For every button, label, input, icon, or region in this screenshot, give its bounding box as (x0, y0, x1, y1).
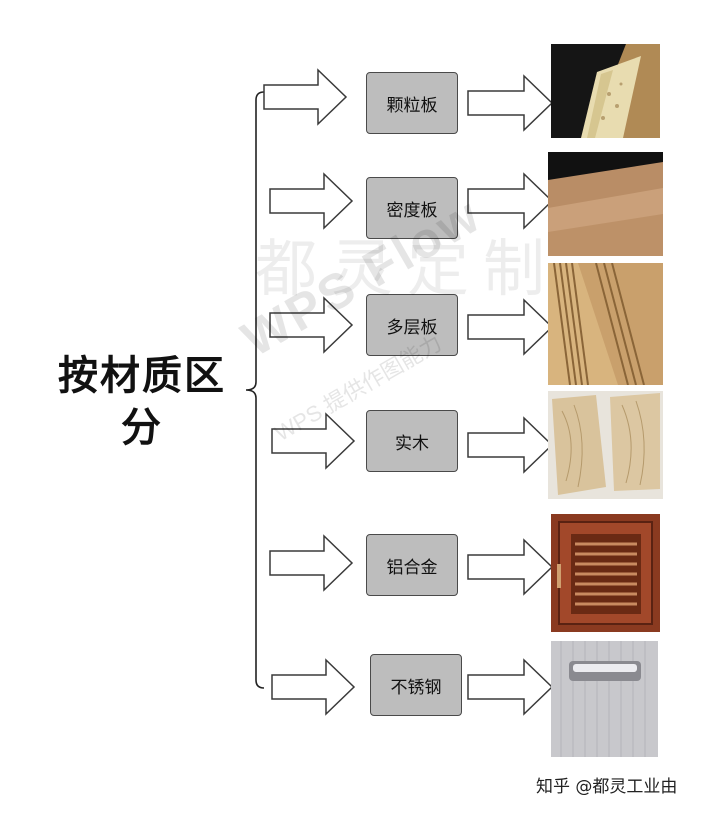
arrow-to-box-1 (263, 68, 348, 126)
arrow-to-image-1 (467, 74, 554, 132)
arrow-to-image-2 (467, 172, 554, 230)
category-label-3: 多层板 (386, 317, 438, 338)
arrow-to-image-3 (467, 298, 554, 356)
category-box-1: 颗粒板 (366, 72, 458, 134)
arrow-to-box-4 (271, 412, 356, 470)
category-box-3: 多层板 (366, 294, 458, 356)
density-board-image (548, 152, 663, 256)
stainless-steel-panel-image (551, 641, 658, 757)
category-box-5: 铝合金 (366, 534, 458, 596)
arrow-to-image-4 (467, 416, 554, 474)
arrow-to-box-2 (269, 172, 354, 230)
category-label-5: 铝合金 (386, 557, 438, 578)
arrow-to-box-5 (269, 534, 354, 592)
category-box-6: 不锈钢 (370, 654, 462, 716)
category-label-6: 不锈钢 (390, 677, 442, 698)
category-box-2: 密度板 (366, 177, 458, 239)
solid-wood-image (548, 391, 663, 499)
arrow-to-box-6 (271, 658, 356, 716)
category-label-4: 实木 (395, 433, 429, 454)
category-label-2: 密度板 (386, 200, 438, 221)
source-credit: 知乎 @都灵工业由 (536, 777, 678, 797)
arrow-to-image-6 (467, 658, 554, 716)
aluminum-alloy-door-image (551, 514, 660, 632)
arrow-to-image-5 (467, 538, 554, 596)
category-box-4: 实木 (366, 410, 458, 472)
arrow-to-box-3 (269, 296, 354, 354)
plywood-image (548, 263, 663, 385)
category-label-1: 颗粒板 (386, 95, 438, 116)
particle-board-image (551, 44, 660, 138)
main-label: 按材质区分 (58, 353, 226, 451)
watermark-brand: 都灵定制 (255, 232, 560, 305)
